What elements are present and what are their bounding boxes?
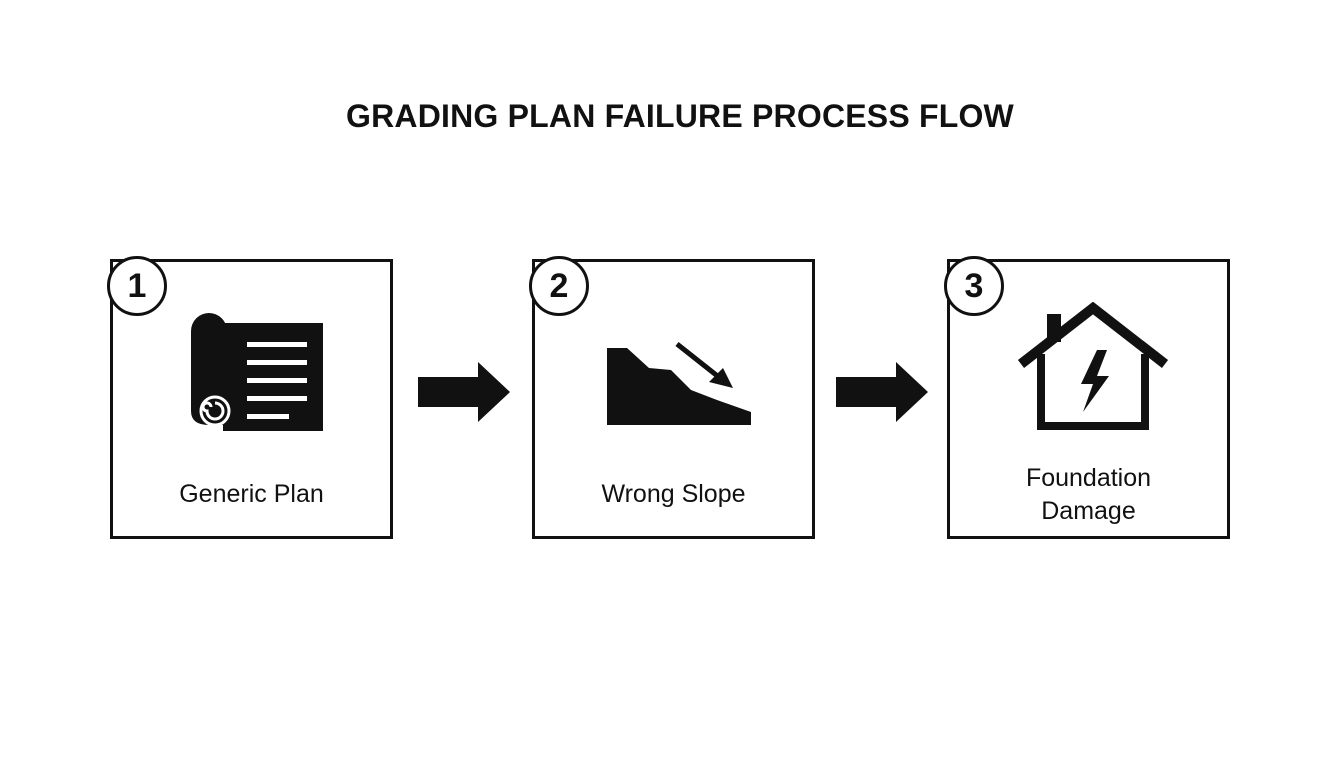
step-2-box: 2 Wrong Slope [529, 256, 815, 539]
step-3-box: 3 Foundation Damage [944, 256, 1230, 539]
sloped-terrain-arrow-icon [607, 342, 751, 425]
step-3-label-line-2: Damage [1041, 497, 1136, 525]
step-2-number-badge: 2 [529, 256, 589, 316]
step-2-label-line: Wrong Slope [601, 480, 746, 508]
right-arrow-icon [418, 362, 510, 422]
step-3-label-line-1: Foundation [1025, 464, 1152, 492]
step-1-number-badge: 1 [107, 256, 167, 316]
diagram-title: GRADING PLAN FAILURE PROCESS FLOW [346, 98, 1014, 134]
blueprint-scroll-icon [191, 313, 323, 431]
step-2-label: Wrong Slope [535, 478, 812, 511]
step-1-box: 1 Generic Plan [107, 256, 393, 539]
step-1-label: Generic Plan [113, 478, 390, 511]
step-1-label-line: Generic Plan [179, 480, 324, 508]
step-3-number-badge: 3 [944, 256, 1004, 316]
cracked-house-icon [1017, 302, 1169, 430]
step-3-label: Foundation Damage [950, 462, 1227, 528]
right-arrow-icon [836, 362, 928, 422]
